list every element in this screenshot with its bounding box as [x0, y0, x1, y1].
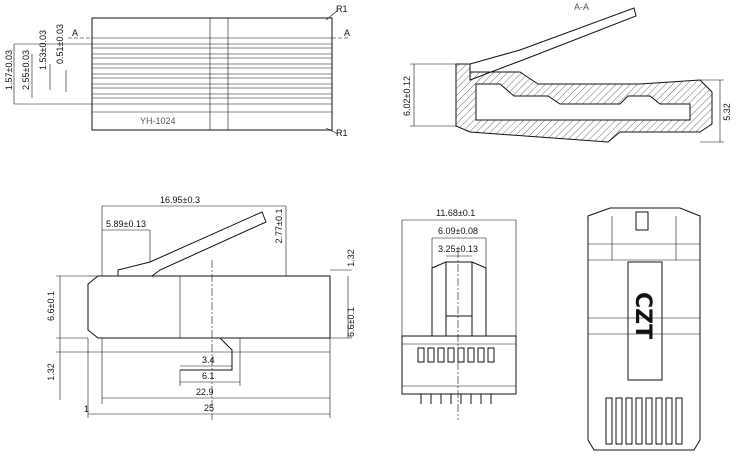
front-body — [401, 335, 517, 395]
side-dim-25: 25 — [204, 403, 214, 413]
rear-marking-panel — [627, 261, 663, 381]
side-view — [56, 205, 352, 420]
rear-view — [587, 207, 701, 451]
section-marker-left: A — [72, 28, 78, 38]
section-title: A-A — [574, 2, 589, 12]
front-view — [401, 219, 517, 420]
front-dim-width: 11.68±0.1 — [436, 208, 475, 218]
side-dim-1: 1 — [84, 404, 89, 414]
side-dim-top-offset: 1.32 — [346, 249, 356, 267]
top-dim-2: 2.55±0.03 — [21, 50, 31, 90]
section-marker-right: A — [344, 28, 350, 38]
rear-contacts — [605, 397, 683, 445]
front-contacts — [417, 347, 495, 404]
front-dim-inner: 3.25±0.13 — [438, 244, 478, 254]
rear-body — [587, 207, 701, 451]
side-dim-height-right: 6.6±0.1 — [346, 307, 356, 337]
radius-top-label: R1 — [336, 4, 348, 14]
section-dim-left: 6.02±0.12 — [402, 76, 412, 116]
side-dim-tab-height: 2.77±0.1 — [274, 209, 284, 244]
side-dim-6-1: 6.1 — [202, 371, 215, 381]
latch-outline — [469, 7, 637, 81]
section-dim-right: 5.32 — [722, 103, 732, 121]
radius-bottom-label: R1 — [336, 128, 348, 138]
side-dim-height-left: 6.6±0.1 — [46, 291, 56, 321]
top-view — [13, 9, 350, 135]
top-dim-4: 0.51±0.03 — [55, 24, 65, 64]
side-dim-overall-tab: 16.95±0.3 — [160, 195, 200, 205]
section-cavity — [475, 83, 691, 121]
side-dim-3-4: 3.4 — [202, 355, 215, 365]
front-dim-mid: 6.09±0.08 — [438, 226, 478, 236]
top-dim-3: 1.53±0.03 — [38, 30, 48, 70]
section-body — [455, 63, 713, 143]
rear-marking: CZT — [630, 292, 655, 339]
section-view — [410, 7, 724, 143]
side-body — [87, 275, 331, 339]
side-dim-bottom-offset: 1.32 — [46, 363, 56, 381]
top-dim-1: 1.57±0.03 — [4, 50, 14, 90]
top-view-contacts — [92, 43, 332, 105]
part-marking: YH-1024 — [140, 116, 176, 126]
side-dim-22-9: 22.9 — [196, 387, 214, 397]
side-dim-tab-inner: 5.89±0.13 — [106, 219, 146, 229]
